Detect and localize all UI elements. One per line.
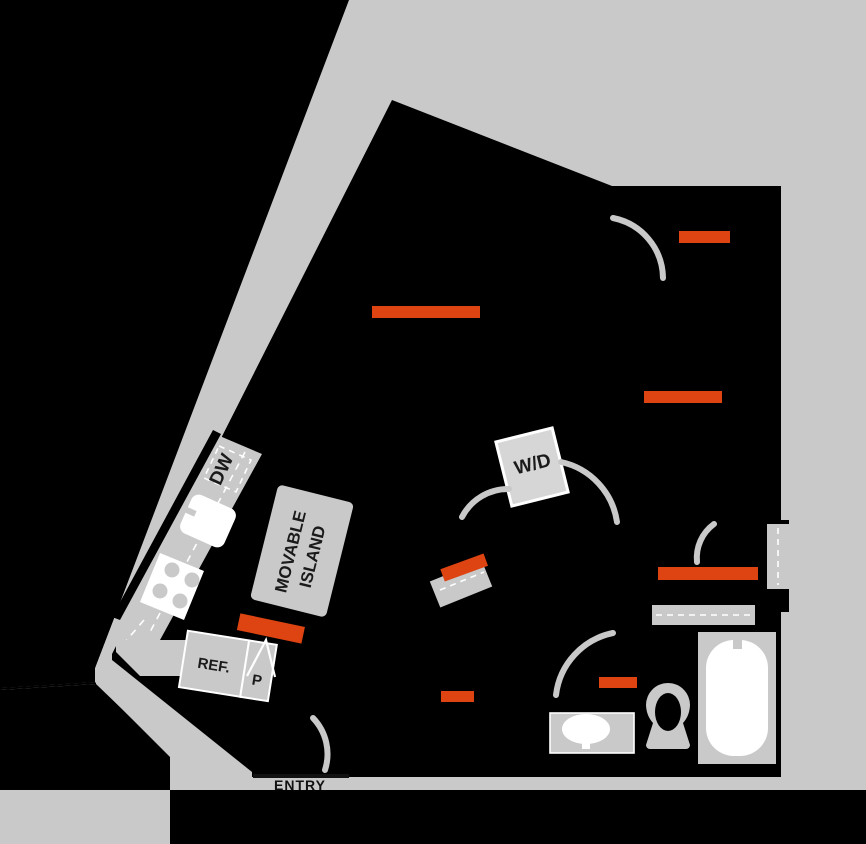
kitchen-sink-basin [180,494,236,548]
redacted-label-kitchen [236,613,305,644]
entry-threshold: ENTRY [253,774,349,793]
redacted-room-labels [236,231,758,702]
kitchen-counter-gap [112,430,221,620]
pantry-label: P [251,672,264,690]
redacted-label-closet [440,553,489,582]
entry-threshold-bar [253,774,349,778]
entry-label: ENTRY [274,777,326,793]
door-swing-bedroom-top [610,215,666,281]
cooktop-burner-4 [172,593,188,609]
movable-island: MOVABLE ISLAND [250,485,354,617]
cooktop-burner-1 [164,562,180,578]
center-closet-shelf [429,560,493,608]
closet-shelf-vertical [767,524,790,589]
kitchen-sink-faucet [181,505,197,517]
bathtub-faucet [733,636,742,649]
center-closet-rod [439,571,485,591]
door-swing-closet [693,521,717,565]
door-swing-entry [310,715,331,773]
door-swing-bedroom-mid [558,459,620,525]
redacted-label-bath [599,677,637,688]
cooktop-burner-2 [184,572,200,588]
kitchen-counter-return [116,640,186,676]
walk-in-closet-shelving [652,524,790,625]
door-swing-bath [553,630,616,698]
washer-dryer: W/D [494,426,570,508]
refrigerator-label: REF. [196,655,231,677]
center-closet-shelf-body [429,560,493,608]
door-swings [310,215,717,773]
movable-island-body [250,485,354,617]
door-swing-wd-left [459,485,512,520]
redacted-label-hall [441,691,474,702]
redacted-label-bedroom [644,391,722,403]
bathtub-basin [706,640,768,756]
redacted-label-upper-right [679,231,730,243]
pantry-door-swing [246,636,277,678]
refrigerator-pantry-group: REF. P [177,629,278,703]
toilet-bowl [655,693,681,731]
redacted-label-wic [658,567,758,580]
pantry-body [239,639,278,703]
cooktop-burner-3 [152,583,168,599]
dishwasher-outline [202,444,253,494]
redacted-label-living [372,306,480,318]
bathroom-sink-basin [562,714,610,744]
kitchen-counter-run [112,430,262,676]
cooktop-slab [140,553,204,620]
bathroom-fixtures [549,632,776,764]
bathroom-sink-faucet [582,735,590,749]
